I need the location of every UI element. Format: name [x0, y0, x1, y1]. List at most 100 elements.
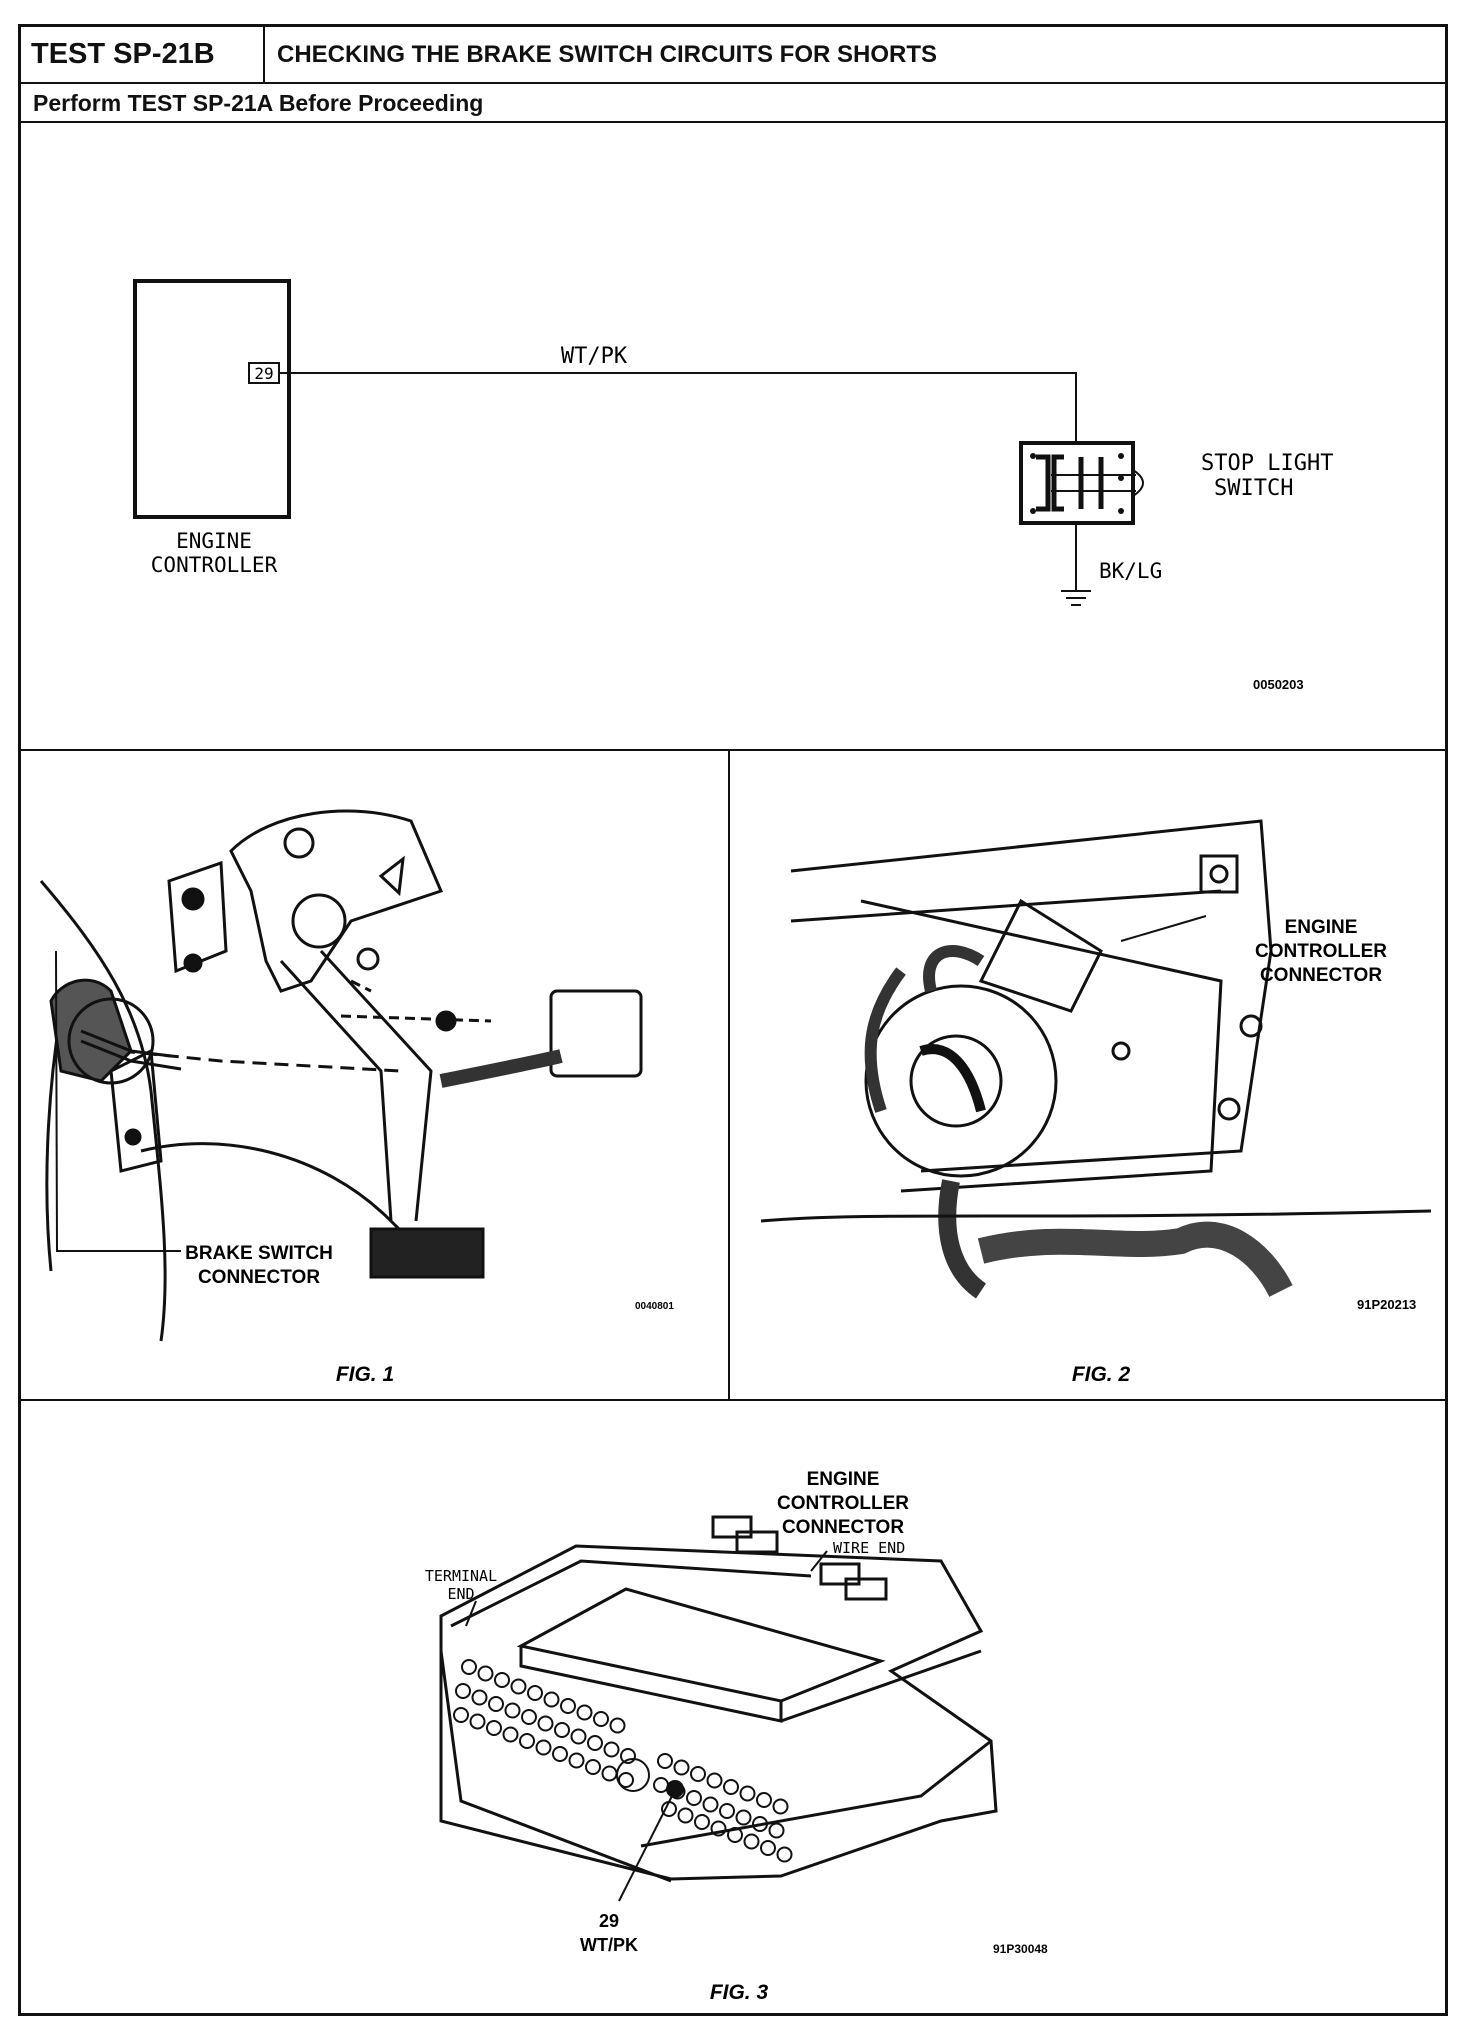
terminal-pin — [560, 1698, 576, 1714]
terminal-pin — [585, 1759, 601, 1775]
switch-label: STOP LIGHT — [1201, 451, 1333, 476]
engine-controller-connector-diagram: ENGINE CONTROLLER CONNECTOR TERMINAL E — [425, 1469, 1048, 2004]
terminal-pin — [603, 1741, 620, 1758]
pin-29-highlight — [666, 1780, 684, 1798]
terminal-pin — [455, 1683, 471, 1699]
test-header: TEST SP-21B CHECKING THE BRAKE SWITCH CI… — [21, 27, 1445, 84]
switch-terminal — [1030, 453, 1036, 459]
terminal-pins — [453, 1659, 793, 1863]
pin-29-label: 29 — [254, 364, 273, 383]
engine-controller-label: ENGINE — [176, 529, 252, 553]
terminal-pin — [552, 1746, 568, 1762]
connector-title: CONTROLLER — [777, 1493, 909, 1514]
terminal-pin — [494, 1672, 510, 1688]
terminal-pin — [469, 1713, 486, 1730]
switch-terminal — [1118, 453, 1124, 459]
controller-callout-line — [1120, 915, 1207, 942]
figure-code: 0050203 — [1253, 677, 1304, 692]
terminal-pin — [706, 1772, 723, 1789]
engine-controller-label: CONTROLLER — [151, 553, 278, 577]
terminal-pin — [510, 1678, 527, 1695]
terminal-pin — [743, 1833, 760, 1850]
terminal-pin — [568, 1752, 585, 1769]
terminal-pin — [690, 1766, 706, 1782]
terminal-end-label: TERMINAL — [425, 1567, 497, 1585]
terminal-pin — [570, 1728, 587, 1745]
terminal-pin — [554, 1722, 570, 1738]
terminal-pin — [760, 1840, 776, 1856]
test-page: TEST SP-21B CHECKING THE BRAKE SWITCH CI… — [18, 24, 1448, 2016]
terminal-pin — [620, 1748, 636, 1764]
schematic-diagram: 29 ENGINE CONTROLLER WT/PK STOP LIGHT SW… — [133, 279, 1333, 692]
figure-caption: FIG. 2 — [1072, 1363, 1131, 1386]
figure-caption: FIG. 1 — [336, 1363, 394, 1386]
terminal-pin — [609, 1717, 626, 1734]
prerequisite-note: Perform TEST SP-21A Before Proceeding — [21, 84, 1445, 123]
terminal-end-label: END — [447, 1585, 474, 1603]
terminal-pin — [453, 1707, 469, 1723]
switch-plunger-tip — [1132, 469, 1144, 497]
figure-caption: FIG. 3 — [710, 1981, 769, 2004]
terminal-pin — [772, 1798, 789, 1815]
pin-wire-label: WT/PK — [580, 1935, 638, 1955]
terminal-pin — [461, 1659, 477, 1675]
wt-pk-wire — [279, 372, 1077, 443]
terminal-pin — [537, 1715, 554, 1732]
schematic-panel: 29 ENGINE CONTROLLER WT/PK STOP LIGHT SW… — [21, 123, 1445, 751]
engine-controller-connector-illustration — [760, 819, 1432, 1299]
terminal-pin — [502, 1726, 519, 1743]
wire-end-leader — [810, 1550, 828, 1572]
terminal-pin — [593, 1711, 609, 1727]
figure-3-panel: ENGINE CONTROLLER CONNECTOR TERMINAL E — [21, 1401, 1445, 2013]
controller-callout: ENGINE — [1285, 917, 1358, 938]
terminal-pin — [694, 1814, 710, 1830]
terminal-pin — [739, 1785, 756, 1802]
terminal-pin — [601, 1765, 618, 1782]
terminal-pin — [618, 1772, 634, 1788]
switch-terminal — [1030, 508, 1036, 514]
terminal-pin — [735, 1809, 752, 1826]
terminal-pin — [752, 1816, 768, 1832]
connector-body — [439, 1515, 998, 1883]
terminal-pin — [723, 1779, 739, 1795]
terminal-end-leader — [465, 1600, 477, 1627]
terminal-pin — [504, 1702, 521, 1719]
terminal-pin — [710, 1820, 727, 1837]
polarization-hole — [616, 1758, 650, 1792]
brake-switch-callout: CONNECTOR — [198, 1267, 320, 1288]
terminal-pin — [719, 1803, 735, 1819]
controller-callout: CONNECTOR — [1260, 965, 1382, 986]
controller-callout: CONTROLLER — [1255, 941, 1387, 962]
terminal-pin — [677, 1807, 694, 1824]
terminal-pin — [768, 1822, 785, 1839]
switch-contacts — [1036, 454, 1104, 512]
engine-controller-box — [133, 279, 291, 519]
brake-switch-callout: BRAKE SWITCH — [185, 1243, 333, 1264]
switch-label: SWITCH — [1214, 476, 1293, 501]
brake-switch-callout-line — [55, 950, 181, 1252]
terminal-pin — [471, 1689, 488, 1706]
figures-panel: BRAKE SWITCH CONNECTOR 0040801 FIG. 1 — [21, 751, 1445, 1401]
pin-number-label: 29 — [599, 1911, 619, 1931]
switch-terminal — [1118, 475, 1124, 481]
connector-title: CONNECTOR — [782, 1517, 904, 1538]
terminal-pin — [477, 1665, 494, 1682]
terminal-pin — [673, 1759, 690, 1776]
terminal-pin — [519, 1733, 535, 1749]
figure-code: 91P20213 — [1357, 1297, 1416, 1312]
test-title: CHECKING THE BRAKE SWITCH CIRCUITS FOR S… — [277, 41, 937, 68]
wire-end-label: WIRE END — [833, 1539, 905, 1557]
pin-29-leader — [618, 1793, 674, 1902]
terminal-pin — [527, 1685, 543, 1701]
terminal-pin — [521, 1709, 537, 1725]
switch-terminal — [1118, 508, 1124, 514]
wire-color-label: WT/PK — [561, 344, 628, 369]
connector-title: ENGINE — [807, 1469, 880, 1490]
test-id: TEST SP-21B — [21, 27, 265, 82]
figure-code: 91P30048 — [993, 1942, 1048, 1956]
terminal-pin — [727, 1827, 743, 1843]
terminal-pin — [587, 1735, 603, 1751]
figure-code: 0040801 — [635, 1301, 674, 1312]
terminal-pin — [486, 1720, 502, 1736]
ground-wire-label: BK/LG — [1099, 559, 1162, 583]
